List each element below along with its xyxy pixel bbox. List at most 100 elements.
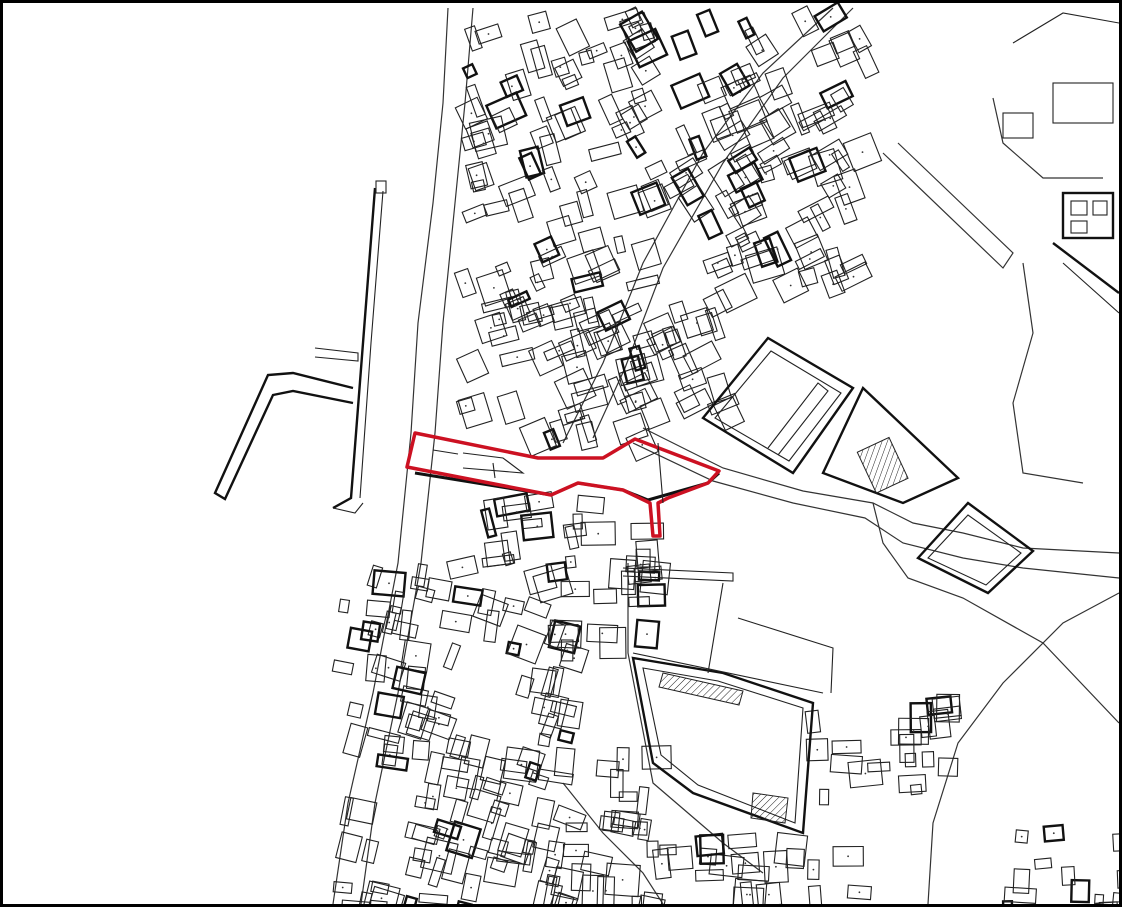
parcel-marker (861, 151, 864, 154)
parcel-marker (597, 532, 600, 535)
building (675, 149, 708, 172)
building (496, 390, 526, 426)
building (553, 746, 576, 778)
building (704, 306, 726, 342)
parcel-marker (601, 632, 604, 635)
building (829, 29, 856, 55)
building (484, 90, 528, 131)
building (931, 695, 962, 720)
building (400, 894, 419, 904)
building (597, 93, 624, 126)
building (595, 759, 620, 779)
building (740, 248, 776, 271)
building (442, 642, 462, 671)
building (537, 692, 570, 730)
building (635, 786, 650, 816)
building (609, 768, 624, 798)
building (482, 776, 507, 796)
building (560, 639, 574, 662)
building (819, 173, 847, 199)
building (483, 199, 510, 217)
building (565, 822, 588, 833)
building (625, 427, 660, 463)
building (517, 151, 543, 182)
building (759, 154, 783, 174)
parcel-marker (470, 886, 472, 889)
parcel-marker (564, 633, 567, 635)
parcel-marker (691, 378, 694, 381)
parcel-marker (548, 869, 551, 872)
building (442, 774, 470, 802)
building (371, 569, 407, 598)
building (630, 522, 665, 540)
building (626, 27, 669, 69)
building (852, 44, 880, 80)
parcel-marker (574, 588, 577, 590)
parcel-marker (542, 314, 545, 316)
parcel-marker (646, 369, 649, 372)
building (587, 258, 621, 283)
building (577, 226, 607, 254)
building (537, 245, 567, 268)
parcel-marker (461, 566, 464, 569)
building (687, 134, 708, 162)
building (642, 891, 664, 904)
building (625, 134, 647, 160)
building (564, 409, 584, 424)
building (533, 96, 553, 123)
parcel-marker (487, 132, 490, 135)
harbour (213, 180, 387, 514)
parcel-marker (538, 21, 541, 24)
parcel-marker (576, 344, 579, 347)
parcel-marker (569, 302, 571, 305)
building (382, 734, 406, 755)
cadastral-map[interactable] (3, 3, 1119, 904)
building-blocks (331, 3, 1119, 904)
building (334, 831, 363, 864)
building (673, 384, 701, 414)
building (440, 848, 471, 885)
building (789, 102, 811, 136)
building (532, 235, 561, 264)
parcel-marker (858, 38, 861, 40)
building (519, 301, 543, 326)
building (366, 726, 401, 745)
building (467, 845, 489, 861)
parcel-marker (462, 839, 465, 841)
building (519, 39, 546, 74)
parcel-marker (746, 893, 748, 896)
building (560, 580, 590, 598)
building (561, 349, 593, 385)
parcel-marker (655, 756, 658, 759)
parcel-marker (734, 254, 736, 257)
building (730, 143, 755, 163)
highlighted-site[interactable] (405, 431, 721, 538)
building (744, 246, 786, 284)
building (463, 25, 483, 52)
building (1098, 901, 1119, 904)
parcel-marker (454, 620, 457, 623)
building (818, 79, 855, 110)
building (332, 880, 353, 895)
building (404, 713, 424, 732)
parcel-marker (644, 69, 647, 72)
building (580, 521, 616, 546)
parcel-marker (520, 763, 523, 766)
building (696, 75, 728, 105)
building (610, 809, 640, 830)
building (829, 86, 855, 113)
building (520, 517, 543, 530)
building (544, 891, 575, 904)
building (544, 840, 566, 870)
building (669, 72, 711, 111)
building (532, 302, 555, 328)
building (752, 236, 779, 269)
east-road (642, 427, 1119, 554)
building (504, 68, 532, 102)
building (345, 796, 378, 825)
building (937, 757, 959, 777)
building (418, 892, 449, 904)
site-boundary (405, 431, 721, 538)
parcel-marker (576, 366, 578, 369)
building (593, 588, 618, 605)
